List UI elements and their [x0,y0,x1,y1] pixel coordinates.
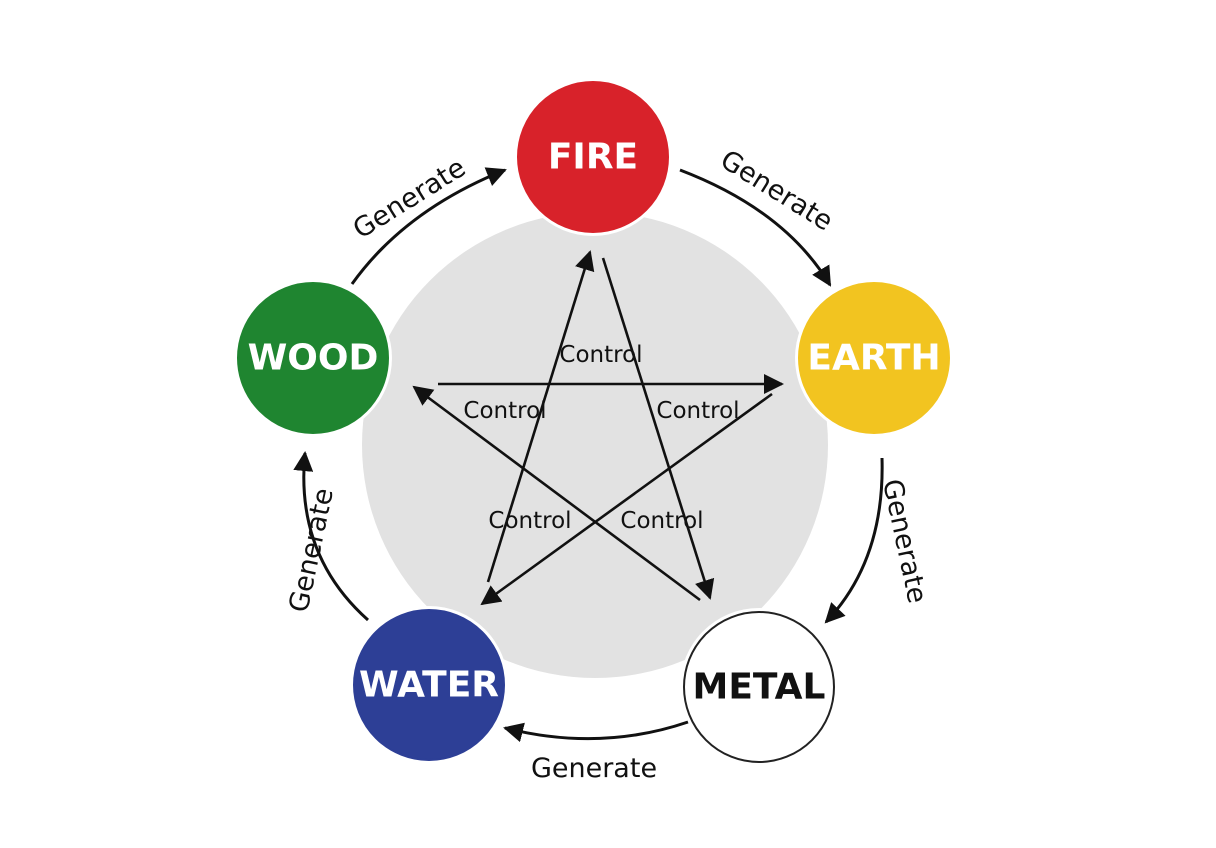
generate-label-water-wood: Generate [283,485,340,615]
generate-label-earth-metal: Generate [876,476,933,606]
element-disc-fire [517,81,669,233]
control-arrow-earth-water [480,392,773,606]
element-label-wood: WOOD [248,338,379,379]
control-arrow-metal-wood [412,385,701,602]
control-label-left: Control [463,398,546,424]
element-label-fire: FIRE [548,137,638,178]
element-disc-earth [798,282,950,434]
generate-arrow-water-wood [293,451,369,622]
element-label-earth: EARTH [807,338,940,379]
generate-arrow-wood-fire [350,167,507,285]
element-node-fire: FIRE [514,78,672,236]
control-cycle: Control Control Control Control Control [412,250,784,606]
element-disc-wood [237,282,389,434]
element-disc-water [353,609,505,761]
generate-label-wood-fire: Generate [348,152,471,245]
element-node-water: WATER [350,606,508,764]
element-node-earth: EARTH [795,279,953,437]
element-node-wood: WOOD [234,279,392,437]
background-disc [362,212,828,678]
control-arrow-fire-metal [601,257,715,600]
generate-arrow-earth-metal [824,457,884,624]
control-arrow-water-fire [486,250,595,583]
element-label-water: WATER [359,665,499,706]
generate-arrow-fire-earth [679,168,832,287]
control-label-top: Control [559,342,642,368]
element-label-metal: METAL [693,667,826,708]
control-label-lower-left: Control [488,508,571,534]
element-node-metal: METAL [680,608,838,766]
generate-arrow-metal-water [503,720,689,743]
element-disc-metal [683,611,835,763]
control-label-right: Control [656,398,739,424]
generate-label-metal-water: Generate [531,753,657,784]
control-label-lower-right: Control [620,508,703,534]
